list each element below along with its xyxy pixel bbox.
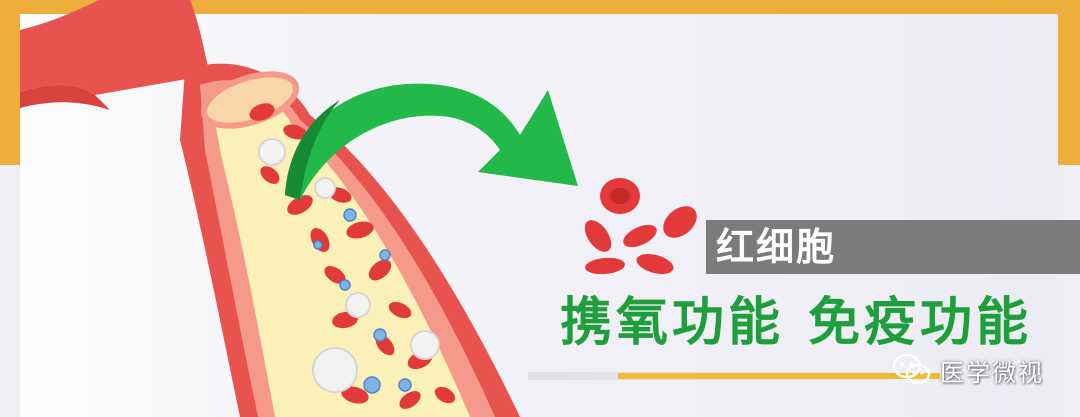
cell xyxy=(368,259,392,281)
cell xyxy=(398,378,412,392)
label-box xyxy=(706,220,1080,274)
underline-yellow xyxy=(618,373,940,379)
floating-red-cells xyxy=(584,178,697,275)
vessel-platelets xyxy=(313,208,412,394)
cell xyxy=(249,103,275,121)
cell xyxy=(313,240,323,250)
cell xyxy=(399,391,421,409)
floating-cell xyxy=(584,220,612,252)
cell xyxy=(373,328,387,342)
cell xyxy=(324,266,346,284)
red-blood-cell-label: 红细胞 xyxy=(716,225,837,269)
cell xyxy=(379,249,391,261)
vessel-branch xyxy=(20,0,210,95)
vessel-branch-shade xyxy=(20,84,110,110)
cell xyxy=(287,195,313,215)
cell xyxy=(345,292,371,318)
cell xyxy=(312,347,358,393)
floating-cell xyxy=(585,257,625,275)
floating-cell-center xyxy=(610,188,630,204)
cell xyxy=(343,208,357,222)
cell xyxy=(410,330,440,360)
floating-cell xyxy=(623,224,657,248)
frame-right-bar xyxy=(1058,0,1080,165)
immune-function-text: 免疫功能 xyxy=(808,293,1033,353)
frame-left-bar xyxy=(0,0,20,165)
cell xyxy=(258,138,286,166)
vessel-white-cells xyxy=(258,138,440,393)
cell xyxy=(434,386,456,404)
cell xyxy=(339,279,351,291)
floating-cell xyxy=(636,254,674,274)
cell xyxy=(341,386,369,404)
cell xyxy=(388,301,412,319)
oxygen-function-text: 携氧功能 xyxy=(560,293,785,353)
cell xyxy=(283,124,307,140)
wechat-icon xyxy=(892,353,931,385)
cell xyxy=(260,166,280,184)
frame-top-bar xyxy=(0,0,1080,14)
watermark: 医学微视 xyxy=(892,352,1044,388)
green-arrow xyxy=(285,83,578,200)
cell xyxy=(314,177,336,199)
floating-cell xyxy=(663,206,697,238)
watermark-text: 医学微视 xyxy=(940,358,1044,387)
green-arrow-shade xyxy=(285,100,340,200)
cell xyxy=(346,221,374,239)
cell xyxy=(363,376,381,394)
